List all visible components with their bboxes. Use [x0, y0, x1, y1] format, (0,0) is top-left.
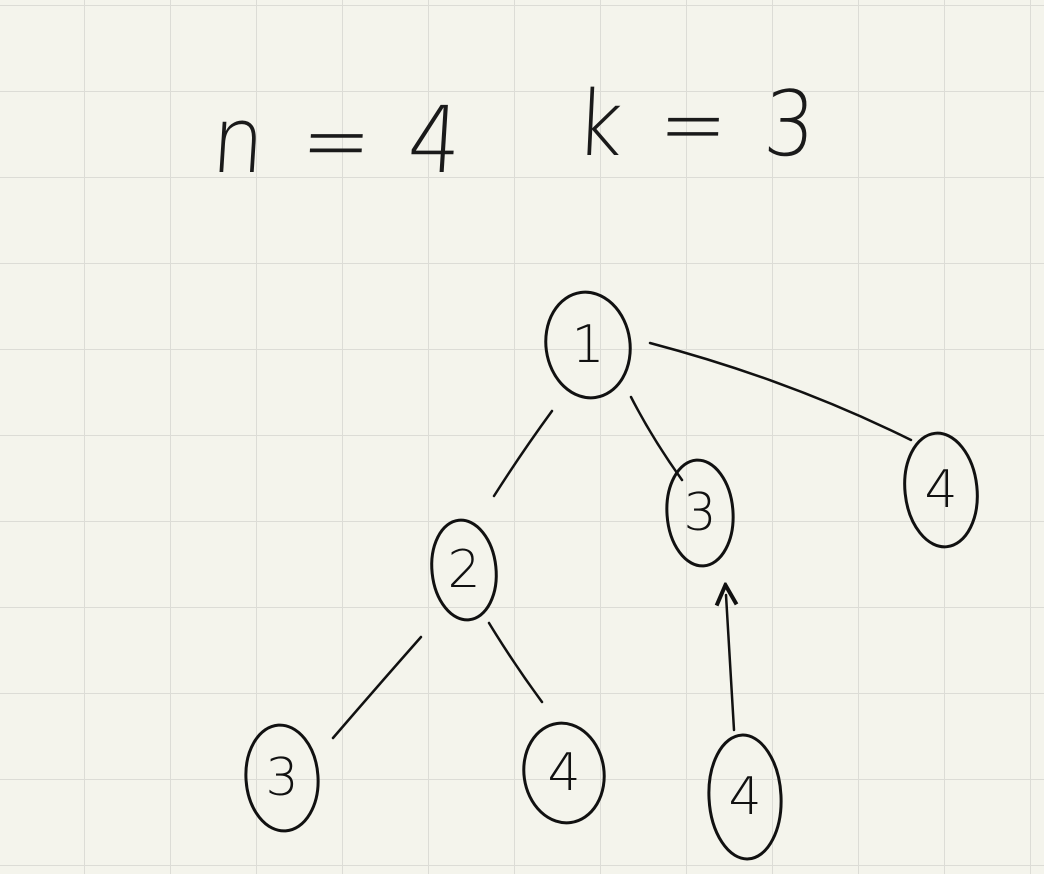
node-label: 4 — [728, 767, 761, 827]
tree-node-root: 1 — [544, 290, 632, 400]
node-label: 3 — [683, 483, 716, 543]
edge-level2-right-to-level1-mid-arrow — [726, 595, 734, 732]
edge-root-to-level1-left — [492, 409, 554, 498]
node-circle — [522, 721, 606, 825]
tree-node-level1-left: 2 — [430, 518, 498, 622]
node-circle — [544, 290, 632, 400]
tree-node-level1-right: 4 — [903, 431, 979, 549]
edge-level1-left-to-level2-left — [331, 635, 423, 740]
node-circle — [430, 518, 498, 622]
node-label: 4 — [547, 743, 580, 803]
tree-nodes: 1 2 3 4 3 4 4 — [244, 290, 979, 861]
tree-edges — [331, 341, 913, 740]
node-circle — [903, 431, 979, 549]
node-label: 4 — [924, 460, 957, 520]
tree-node-level1-mid: 3 — [665, 458, 735, 568]
node-label: 2 — [447, 540, 480, 600]
node-label: 3 — [265, 748, 298, 808]
node-circle — [665, 458, 735, 568]
tree-node-level2-left: 3 — [244, 723, 320, 833]
tree-node-level2-mid: 4 — [522, 721, 606, 825]
node-circle — [707, 733, 783, 861]
edge-root-to-level1-right — [648, 341, 913, 442]
node-circle — [244, 723, 320, 833]
edge-level1-left-to-level2-mid — [487, 621, 544, 704]
node-label: 1 — [571, 315, 604, 375]
tree-node-level2-right: 4 — [707, 733, 783, 861]
edge-root-to-level1-mid — [629, 395, 684, 482]
